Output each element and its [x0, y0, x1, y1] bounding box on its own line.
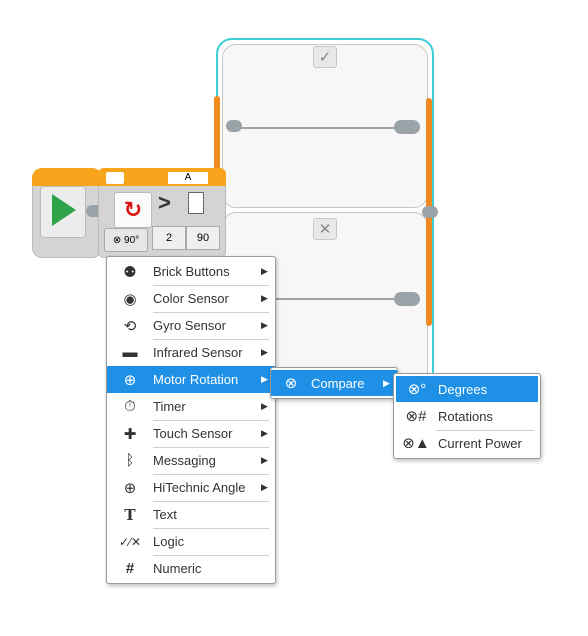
compare-degrees-icon: ⊗ 90° [112, 234, 140, 246]
sequence-plug-out-true[interactable] [394, 120, 420, 134]
menu-item-label: Brick Buttons [153, 264, 230, 279]
menu-item-brick-buttons[interactable]: ⚉ Brick Buttons ▶ [107, 258, 275, 285]
measure-submenu: ⊗° Degrees ⊗# Rotations ⊗▲ Current Power [393, 373, 541, 459]
infrared-sensor-icon: ▬ [122, 344, 138, 361]
rotations-icon: ⊗# [405, 408, 427, 425]
menu-item-rotations[interactable]: ⊗# Rotations [394, 403, 540, 429]
brick-buttons-icon: ⚉ [123, 263, 137, 281]
submenu-arrow-icon: ▶ [261, 320, 268, 330]
start-block-header [32, 168, 102, 186]
menu-item-label: Timer [153, 399, 186, 414]
compare-icon: ⊗ [284, 375, 298, 392]
menu-item-label: Logic [153, 534, 185, 549]
check-icon: ✓ [318, 49, 332, 66]
touch-sensor-icon: ✚ [123, 425, 137, 443]
sequence-wire-left [214, 96, 220, 170]
menu-item-label: Motor Rotation [153, 372, 239, 387]
current-power-icon: ⊗▲ [402, 435, 430, 452]
menu-item-label: Numeric [153, 561, 202, 576]
menu-item-motor-rotation[interactable]: ⊕ Motor Rotation ▶ [107, 366, 275, 393]
submenu-arrow-icon: ▶ [261, 401, 268, 411]
motor-rotation-icon: ⊕ [123, 371, 137, 389]
color-sensor-icon: ◉ [123, 290, 137, 308]
case-false-sequence-line [232, 298, 412, 300]
menu-item-logic[interactable]: ✓⁄✕ Logic [107, 528, 275, 555]
menu-item-text[interactable]: T Text [107, 501, 275, 528]
param-threshold[interactable]: 90 [186, 226, 220, 250]
menu-item-gyro-sensor[interactable]: ⟲ Gyro Sensor ▶ [107, 312, 275, 339]
submenu-arrow-icon: ▶ [261, 428, 268, 438]
menu-item-hitechnic-angle[interactable]: ⊕ HiTechnic Angle ▶ [107, 474, 275, 501]
text-icon: T [124, 505, 136, 524]
menu-item-label: Current Power [438, 435, 522, 451]
menu-item-label: Touch Sensor [153, 426, 233, 441]
threshold-icon [188, 192, 204, 214]
compare-submenu: ⊗ Compare ▶ [270, 367, 398, 399]
sensor-menu: ⚉ Brick Buttons ▶ ◉ Color Sensor ▶ ⟲ Gyr… [106, 256, 276, 584]
port-selector[interactable]: A [168, 172, 208, 184]
sequence-plug-in-true[interactable] [226, 120, 242, 132]
menu-item-degrees[interactable]: ⊗° Degrees [396, 376, 538, 402]
submenu-arrow-icon: ▶ [261, 374, 268, 384]
submenu-arrow-icon: ▶ [261, 266, 268, 276]
menu-item-label: Gyro Sensor [153, 318, 226, 333]
comparison-symbol: > [158, 190, 171, 215]
menu-item-label: Degrees [438, 381, 488, 397]
logic-icon: ✓⁄✕ [118, 534, 142, 549]
menu-item-current-power[interactable]: ⊗▲ Current Power [394, 430, 540, 456]
case-true-sequence-line [232, 127, 412, 129]
menu-item-messaging[interactable]: ᛒ Messaging ▶ [107, 447, 275, 474]
timer-icon: ⏱ [124, 398, 136, 415]
menu-item-label: Compare [311, 375, 365, 391]
menu-item-timer[interactable]: ⏱ Timer ▶ [107, 393, 275, 420]
switch-output-plug[interactable] [422, 206, 438, 218]
case-false-tab[interactable]: ✕ [313, 218, 337, 240]
degrees-icon: ⊗° [407, 381, 427, 398]
menu-item-compare[interactable]: ⊗ Compare ▶ [271, 370, 397, 396]
menu-item-label: HiTechnic Angle [153, 480, 246, 495]
menu-item-numeric[interactable]: # Numeric [107, 555, 275, 582]
submenu-arrow-icon: ▶ [261, 482, 268, 492]
case-true-tab[interactable]: ✓ [313, 46, 337, 68]
hitechnic-angle-icon: ⊕ [123, 479, 137, 497]
sequence-plug-out-false[interactable] [394, 292, 420, 306]
submenu-arrow-icon: ▶ [261, 293, 268, 303]
menu-item-color-sensor[interactable]: ◉ Color Sensor ▶ [107, 285, 275, 312]
gyro-sensor-icon: ⟲ [123, 317, 137, 335]
menu-item-label: Color Sensor [153, 291, 229, 306]
switch-case-true[interactable] [222, 44, 428, 208]
submenu-arrow-icon: ▶ [261, 455, 268, 465]
cross-icon: ✕ [318, 221, 332, 238]
menu-item-touch-sensor[interactable]: ✚ Touch Sensor ▶ [107, 420, 275, 447]
submenu-arrow-icon: ▶ [383, 377, 390, 388]
menu-item-label: Text [153, 507, 177, 522]
play-icon[interactable] [52, 194, 76, 226]
bluetooth-icon: ᛒ [125, 452, 135, 469]
param-compare-type[interactable]: 2 [152, 226, 186, 250]
menu-item-label: Rotations [438, 408, 493, 424]
menu-item-label: Messaging [153, 453, 216, 468]
mode-selector-button[interactable]: ⊗ 90° [104, 228, 148, 252]
menu-item-infrared-sensor[interactable]: ▬ Infrared Sensor ▶ [107, 339, 275, 366]
menu-item-label: Infrared Sensor [153, 345, 243, 360]
numeric-icon: # [125, 560, 135, 577]
submenu-arrow-icon: ▶ [261, 347, 268, 357]
motor-rotation-sensor-icon: ↻ [114, 192, 152, 228]
switch-view-toggle[interactable] [106, 172, 124, 184]
